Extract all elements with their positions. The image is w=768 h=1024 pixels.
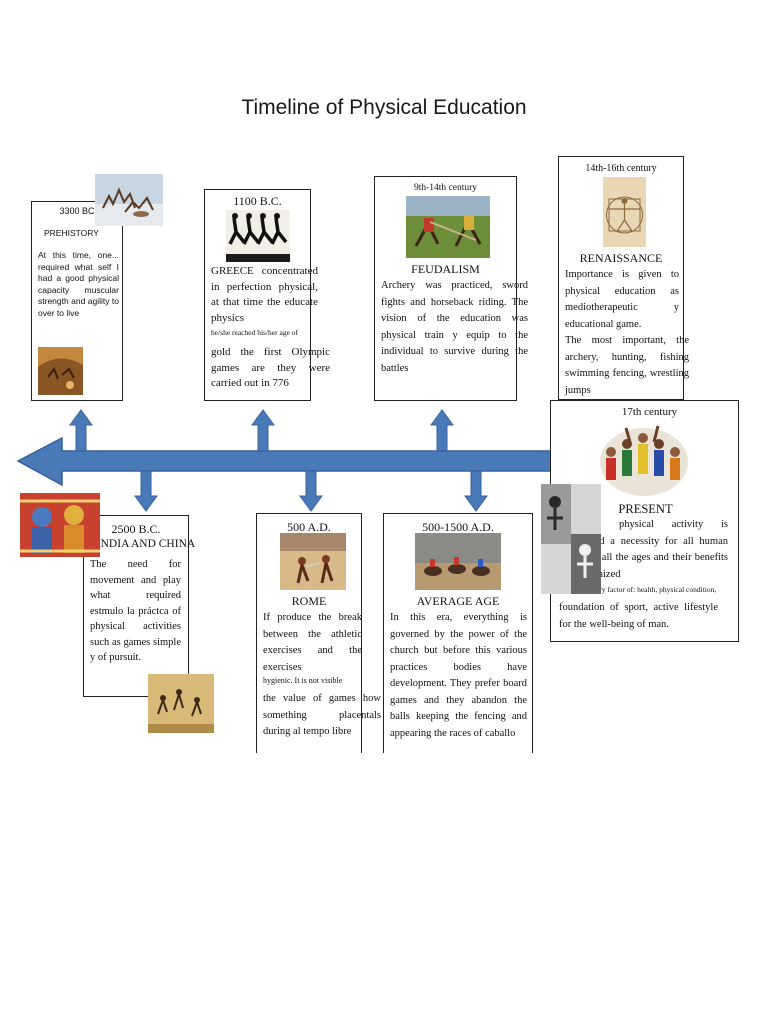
cave-painting-icon [38, 347, 83, 395]
gym-photo-icon [541, 484, 601, 594]
place-label: AVERAGE AGE [384, 594, 532, 609]
event-description-small: hygienic. It is not visible [263, 675, 357, 687]
greek-runners-icon [226, 210, 290, 262]
connector-up-prehistory [70, 410, 92, 451]
era-label: 1100 B.C. [205, 194, 310, 209]
event-description: GREECE concentrated in perfection physic… [211, 264, 318, 326]
event-description: If produce the break between the athleti… [263, 610, 362, 676]
event-description: At this time, one... required what self … [38, 250, 119, 319]
vitruvian-man-icon [603, 177, 646, 247]
event-description-continued: The most important, the archery, hunting… [565, 333, 689, 399]
horse-race-icon [415, 533, 501, 590]
era-label: 17th century [561, 406, 738, 418]
era-label: 14th-16th century [559, 163, 683, 174]
chinese-painting-icon [148, 674, 214, 733]
place-label: FEUDALISM [375, 262, 516, 277]
place-label: ROME [257, 594, 361, 609]
gladiators-icon [280, 533, 346, 590]
connector-up-greece [252, 410, 274, 451]
event-description: The need for movement and play what requ… [90, 557, 181, 666]
connector-down-india [135, 471, 157, 511]
page-title: Timeline of Physical Education [0, 96, 768, 120]
place-label: RENAISSANCE [559, 251, 683, 266]
place-label: PREHISTORY [44, 228, 122, 238]
event-description: Archery was practiced, sword fights and … [381, 278, 528, 377]
event-description-continued: the value of games how something placent… [263, 691, 381, 741]
connector-up-feudalism [431, 410, 453, 451]
athletes-collage-icon [598, 420, 690, 498]
hindu-deities-icon [20, 493, 100, 557]
hunting-scene-icon [95, 174, 163, 226]
event-description: In this era, everything is governed by t… [390, 610, 527, 742]
era-label: 9th-14th century [375, 183, 516, 193]
event-description-continued: foundation of sport, active lifestyle fo… [559, 600, 718, 633]
event-description-continued: gold the first Olympic games are they we… [211, 345, 330, 392]
connector-down-average-age [465, 471, 487, 511]
event-description-small: he/she reached his/her age of [211, 328, 307, 338]
place-label: INDIA AND CHINA [84, 538, 208, 550]
connector-down-rome [300, 471, 322, 511]
event-description: Importance is given to physical educatio… [565, 267, 679, 333]
medieval-jousting-icon [406, 196, 490, 258]
